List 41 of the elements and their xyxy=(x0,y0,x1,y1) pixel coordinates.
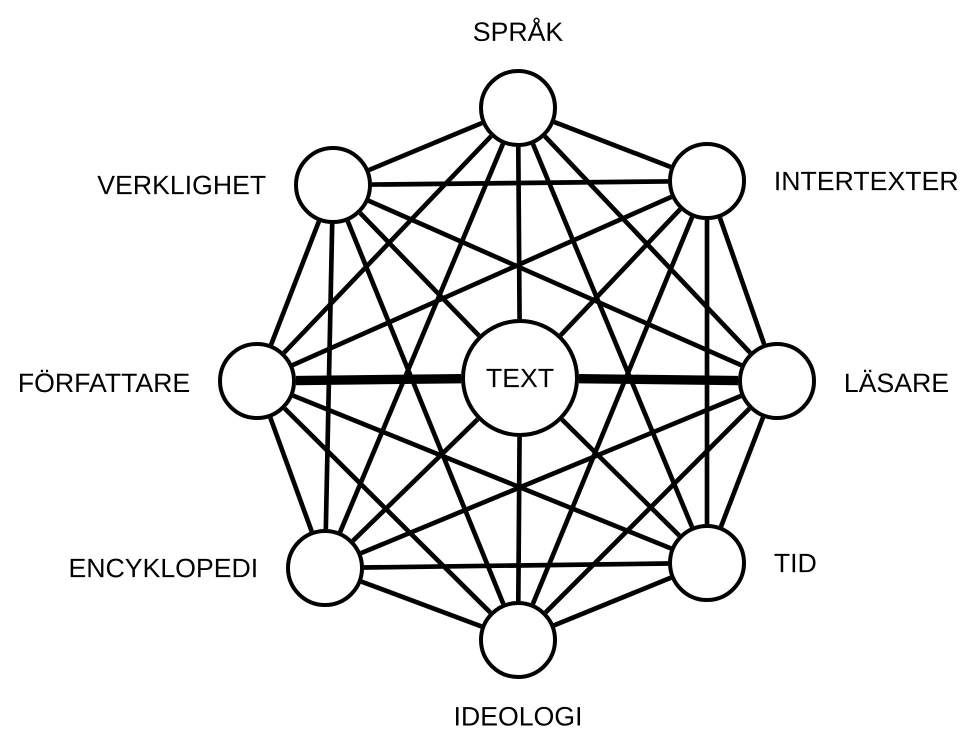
node-label: TID xyxy=(774,554,816,572)
connecting-line xyxy=(544,406,752,614)
connecting-line xyxy=(516,436,522,602)
node-label: SPRÅK xyxy=(474,18,563,42)
connecting-line xyxy=(268,220,322,346)
connecting-line xyxy=(530,143,694,528)
node-label: VERKLIGHET xyxy=(97,176,266,194)
connecting-line xyxy=(283,406,492,614)
connecting-line xyxy=(553,576,672,628)
connecting-line xyxy=(560,418,681,538)
connecting-line xyxy=(372,179,668,187)
connecting-line xyxy=(351,418,480,542)
connecting-line xyxy=(368,120,483,172)
connecting-line xyxy=(530,216,694,605)
connecting-line xyxy=(543,134,752,354)
connecting-line xyxy=(358,211,481,338)
node-label: INTERTEXTER xyxy=(776,172,958,190)
connecting-line xyxy=(554,120,672,170)
connecting-line xyxy=(360,394,742,556)
connecting-line xyxy=(718,416,766,528)
connecting-line xyxy=(718,217,766,345)
connecting-line xyxy=(338,143,506,533)
connecting-line xyxy=(268,416,314,532)
connecting-line xyxy=(346,220,506,605)
node-label: ENCYKLOPEDI xyxy=(70,558,256,578)
connecting-line xyxy=(578,374,738,386)
connecting-line xyxy=(323,224,335,530)
connecting-line xyxy=(516,146,522,320)
connecting-line xyxy=(360,579,482,629)
circle-node: TEXT xyxy=(461,319,579,437)
node-label: LÄSARE xyxy=(846,370,948,392)
connecting-line xyxy=(296,374,462,386)
node-label: FÖRFATTARE xyxy=(20,370,190,392)
connecting-line xyxy=(558,208,682,337)
connecting-line xyxy=(292,393,672,551)
connecting-line xyxy=(292,194,672,368)
node-label: IDEOLOGI xyxy=(456,706,580,726)
connecting-line xyxy=(282,134,493,354)
connecting-line xyxy=(704,220,710,524)
connecting-line xyxy=(368,198,742,368)
connecting-line xyxy=(364,561,668,570)
